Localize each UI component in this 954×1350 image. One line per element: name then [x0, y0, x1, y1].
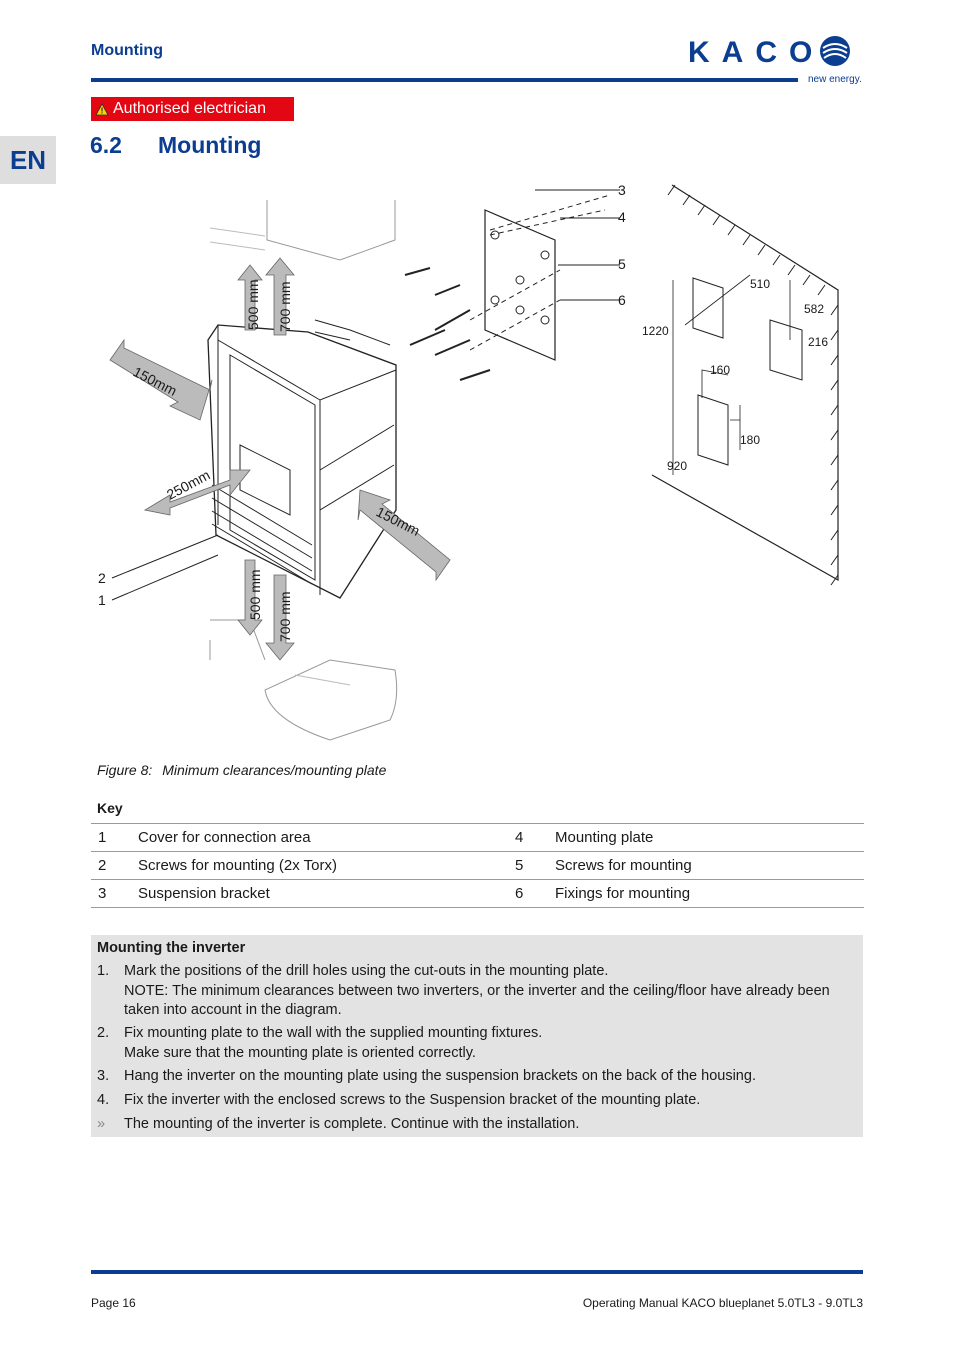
key-number: 2	[91, 851, 138, 880]
clearance-top-700: 700 mm	[277, 281, 293, 332]
step-number: 4.	[97, 1092, 110, 1108]
key-table: 1 Cover for connection area 4 Mounting p…	[91, 823, 864, 908]
key-label: Suspension bracket	[138, 879, 508, 908]
dim-160: 160	[710, 363, 730, 377]
callout-6: 6	[618, 292, 626, 308]
instruction-step: 1. Mark the positions of the drill holes…	[97, 962, 857, 1021]
key-number: 6	[508, 879, 555, 908]
step-number: 1.	[97, 963, 110, 979]
key-label: Screws for mounting (2x Torx)	[138, 851, 508, 880]
instruction-title: Mounting the inverter	[97, 940, 246, 956]
figure-caption-text: Minimum clearances/mounting plate	[162, 762, 387, 778]
callout-1: 1	[98, 592, 106, 608]
logo-tagline: new energy.	[808, 74, 862, 85]
key-label: Screws for mounting	[555, 851, 864, 880]
step-note: Make sure that the mounting plate is ori…	[124, 1044, 476, 1061]
qualification-badge: Authorised electrician	[91, 97, 294, 121]
key-number: 5	[508, 851, 555, 880]
callout-4: 4	[618, 209, 626, 225]
language-tab: EN	[0, 136, 56, 184]
dim-180: 180	[740, 433, 760, 447]
key-heading: Key	[97, 800, 123, 816]
dim-582: 582	[804, 302, 824, 316]
key-number: 4	[508, 823, 555, 852]
step-text: Fix the inverter with the enclosed screw…	[124, 1092, 701, 1108]
table-row: 3 Suspension bracket 6 Fixings for mount…	[91, 879, 864, 908]
section-title: Mounting	[158, 132, 262, 158]
dim-1220: 1220	[642, 324, 669, 338]
clearance-bottom-700: 700 mm	[277, 591, 293, 642]
callout-2: 2	[98, 570, 106, 586]
step-number: 2.	[97, 1025, 110, 1041]
dim-216: 216	[808, 335, 828, 349]
logo-wave-icon	[820, 36, 850, 66]
header-section-title: Mounting	[91, 42, 163, 59]
figure-caption: Figure 8: Minimum clearances/mounting pla…	[97, 762, 386, 778]
callout-5: 5	[618, 256, 626, 272]
result-marker: »	[97, 1116, 106, 1132]
callout-3: 3	[618, 182, 626, 198]
page-number: Page 16	[91, 1296, 136, 1310]
instruction-box: Mounting the inverter 1. Mark the positi…	[91, 935, 863, 1137]
step-text: Fix mounting plate to the wall with the …	[124, 1025, 543, 1041]
logo-wordmark: KACO	[688, 36, 825, 69]
warning-icon	[91, 97, 113, 121]
instruction-result: » The mounting of the inverter is comple…	[97, 1115, 857, 1135]
key-number: 1	[91, 823, 138, 852]
step-number: 3.	[97, 1068, 110, 1084]
step-text: Mark the positions of the drill holes us…	[124, 963, 609, 979]
section-heading: 6.2 Mounting	[90, 132, 261, 159]
qualification-label: Authorised electrician	[113, 100, 266, 117]
clearance-bottom-500: 500 mm	[247, 569, 263, 620]
result-text: The mounting of the inverter is complete…	[124, 1116, 580, 1132]
table-row: 2 Screws for mounting (2x Torx) 5 Screws…	[91, 851, 864, 880]
instruction-step: 2. Fix mounting plate to the wall with t…	[97, 1024, 857, 1063]
footer-rule	[91, 1270, 863, 1274]
dim-920: 920	[667, 459, 687, 473]
key-label: Fixings for mounting	[555, 879, 864, 908]
step-text: Hang the inverter on the mounting plate …	[124, 1068, 756, 1084]
instruction-step: 3. Hang the inverter on the mounting pla…	[97, 1067, 857, 1087]
section-number: 6.2	[90, 132, 122, 158]
header-rule	[91, 78, 798, 82]
dim-510: 510	[750, 277, 770, 291]
mounting-diagram: 3 4 5 6 2 1 150mm 150mm 250mm 500 mm 700…	[98, 182, 839, 741]
figure-caption-label: Figure 8:	[97, 762, 153, 778]
document-title: Operating Manual KACO blueplanet 5.0TL3 …	[582, 1296, 863, 1310]
key-label: Mounting plate	[555, 823, 864, 852]
clearance-top-500: 500 mm	[245, 279, 261, 330]
instruction-step: 4. Fix the inverter with the enclosed sc…	[97, 1091, 857, 1111]
table-row: 1 Cover for connection area 4 Mounting p…	[91, 823, 864, 852]
kaco-logo: KACO new energy.	[688, 32, 868, 88]
key-number: 3	[91, 879, 138, 908]
key-label: Cover for connection area	[138, 823, 508, 852]
step-note: NOTE: The minimum clearances between two…	[124, 982, 830, 1019]
